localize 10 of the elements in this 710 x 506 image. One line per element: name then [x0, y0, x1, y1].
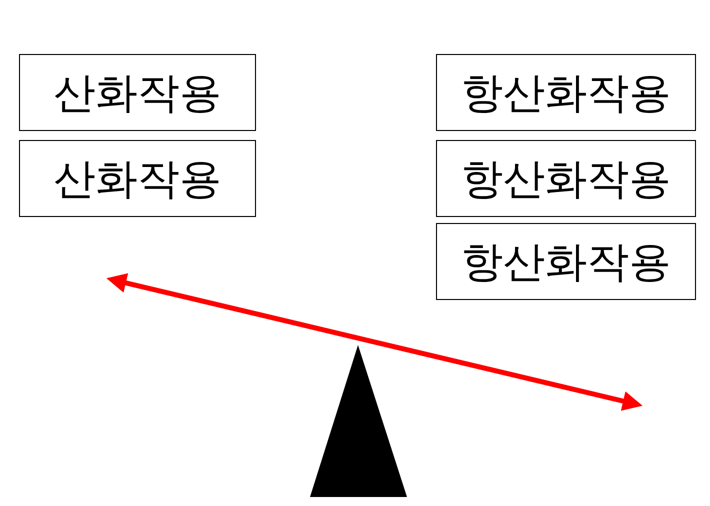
- text-box: [436, 223, 696, 300]
- box-label: 항산화작용: [461, 240, 671, 282]
- text-box: [436, 54, 696, 131]
- text-box: [19, 140, 256, 217]
- text-box: [436, 140, 696, 217]
- text-box: [19, 54, 256, 131]
- box-label: 항산화작용: [461, 72, 671, 114]
- box-label: 산화작용: [54, 158, 222, 200]
- box-label: 항산화작용: [461, 158, 671, 200]
- box-label: 산화작용: [54, 72, 222, 114]
